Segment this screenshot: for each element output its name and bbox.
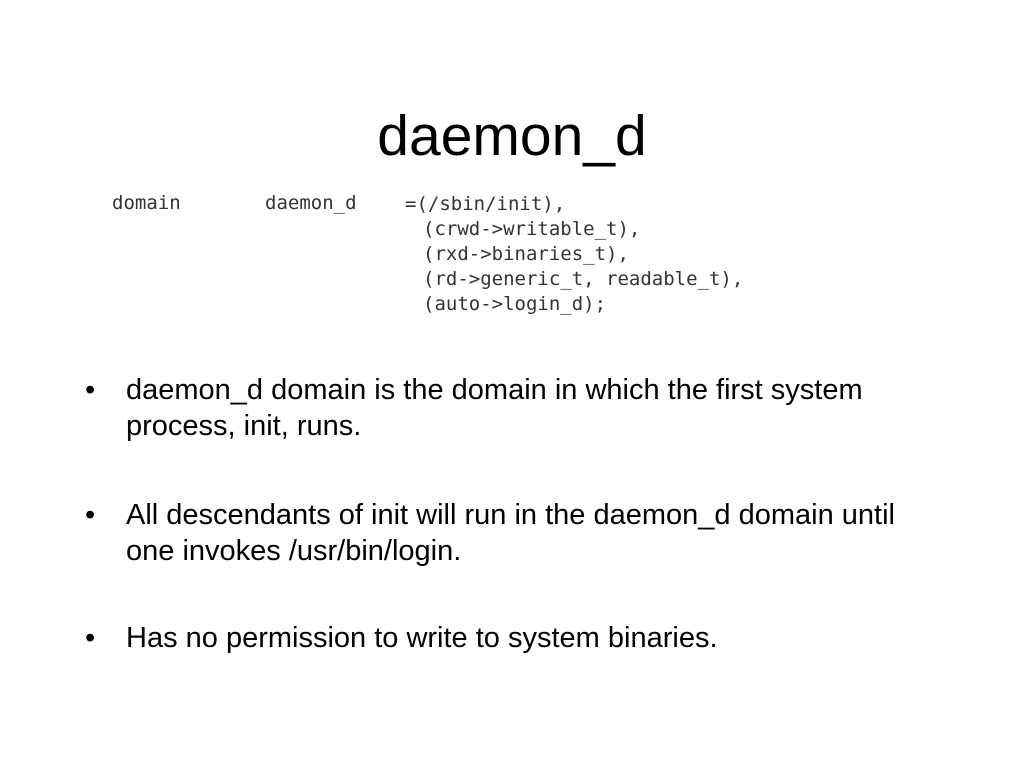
bullet-text: daemon_d domain is the domain in which t…: [126, 374, 863, 442]
code-keyword: domain: [112, 192, 181, 214]
code-domain-name: daemon_d: [265, 192, 357, 214]
bullet-marker: •: [85, 622, 96, 654]
code-line: (rxd->binaries_t),: [423, 243, 629, 265]
bullet-item: • Has no permission to write to system b…: [85, 620, 925, 656]
bullet-item: • All descendants of init will run in th…: [85, 497, 925, 569]
code-snippet: domain daemon_d =(/sbin/init), (crwd->wr…: [112, 190, 892, 325]
slide-title: daemon_d: [377, 104, 647, 168]
code-line: (crwd->writable_t),: [423, 218, 641, 240]
code-line: =(/sbin/init),: [405, 193, 566, 215]
bullet-list: • daemon_d domain is the domain in which…: [85, 372, 925, 709]
bullet-marker: •: [85, 374, 96, 406]
bullet-text: All descendants of init will run in the …: [126, 499, 895, 567]
code-line: (rd->generic_t, readable_t),: [423, 268, 744, 290]
bullet-text: Has no permission to write to system bin…: [126, 622, 718, 654]
bullet-marker: •: [85, 499, 96, 531]
code-line: (auto->login_d);: [423, 293, 607, 315]
bullet-item: • daemon_d domain is the domain in which…: [85, 372, 925, 444]
